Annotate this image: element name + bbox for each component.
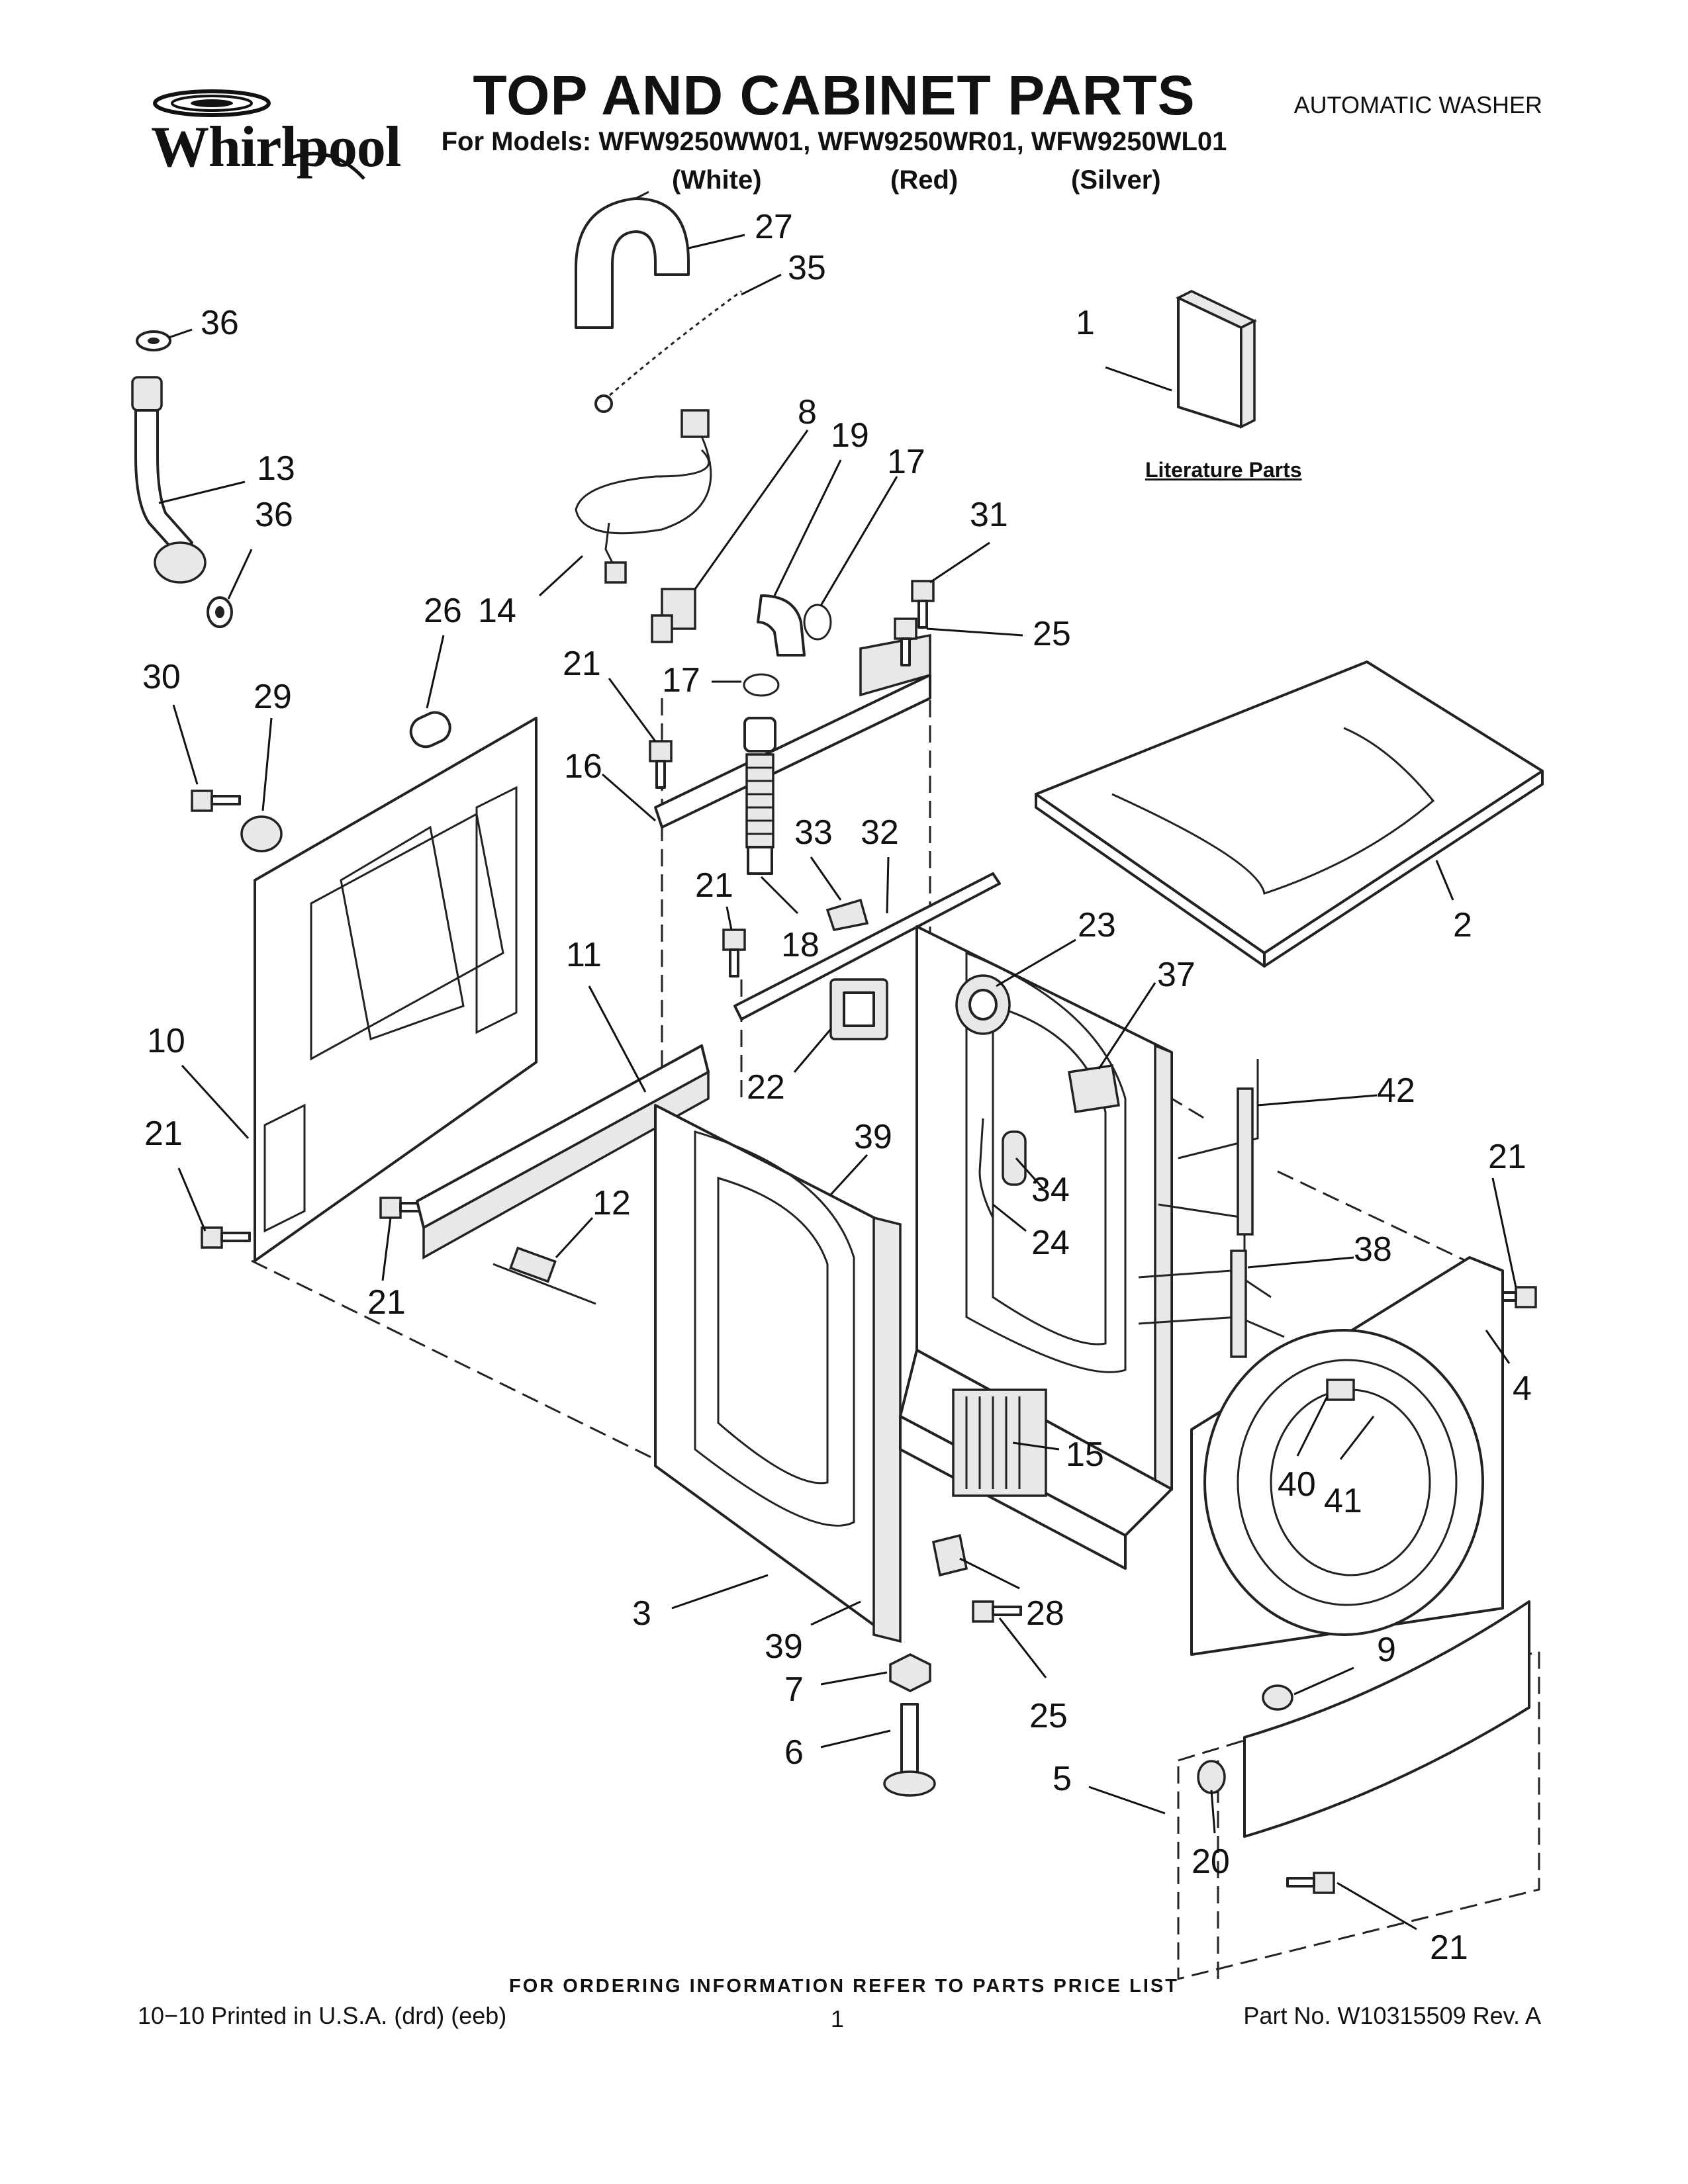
hose-clamp-part — [803, 604, 832, 641]
leveling-leg-part — [883, 1703, 936, 1797]
callout-21: 21 — [563, 645, 601, 683]
brand-name: Whirlpool — [151, 115, 401, 179]
callout-31: 31 — [970, 496, 1008, 534]
callout-numbers: 27 35 36 1 8 19 17 13 36 31 26 14 25 30 … — [142, 208, 1532, 1967]
callout-25: 25 — [1033, 615, 1071, 653]
whirlpool-logo: Whirlpool — [132, 79, 401, 192]
callout-38: 38 — [1354, 1230, 1392, 1269]
inlet-hose-part — [131, 376, 207, 584]
page-number: 1 — [831, 2005, 845, 2032]
callout-5: 5 — [1053, 1760, 1072, 1798]
callout-34: 34 — [1031, 1171, 1070, 1209]
bracket-part — [931, 1533, 968, 1577]
ordering-info: FOR ORDERING INFORMATION REFER TO PARTS … — [509, 1976, 1179, 1997]
callout-1: 1 — [1076, 304, 1095, 342]
side-panel-part — [654, 1104, 902, 1643]
callout-15: 15 — [1066, 1435, 1104, 1474]
callout-11: 11 — [566, 936, 602, 974]
clip-part — [825, 898, 869, 932]
toe-panel-part — [1243, 1600, 1530, 1838]
wire-harness-part — [492, 1246, 596, 1305]
callout-33: 33 — [794, 813, 833, 852]
callout-9: 9 — [1377, 1631, 1396, 1669]
hose-guide-part — [575, 191, 690, 329]
cable-tie-ring — [594, 394, 613, 413]
callout-41: 41 — [1324, 1482, 1362, 1520]
callout-26: 26 — [424, 592, 462, 630]
callout-16: 16 — [564, 747, 602, 786]
hose-part — [978, 1118, 994, 1218]
callout-6: 6 — [784, 1733, 804, 1772]
product-type: AUTOMATIC WASHER — [1293, 91, 1542, 118]
motor-control-part — [952, 1388, 1047, 1497]
front-panel-part — [1190, 1256, 1504, 1656]
fill-bellows-part — [743, 717, 776, 875]
callout-39: 39 — [765, 1627, 803, 1666]
callout-21: 21 — [367, 1283, 406, 1322]
callout-28: 28 — [1026, 1594, 1064, 1633]
callout-39: 39 — [854, 1118, 892, 1156]
callout-21: 21 — [695, 866, 733, 905]
callout-22: 22 — [747, 1068, 785, 1107]
callout-21: 21 — [1430, 1929, 1468, 1967]
callout-10: 10 — [147, 1022, 185, 1060]
callout-3: 3 — [632, 1594, 651, 1633]
model-list: For Models: WFW9250WW01, WFW9250WR01, WF… — [441, 127, 1227, 156]
callout-37: 37 — [1157, 956, 1196, 994]
elbow-valve-part — [757, 594, 806, 657]
callout-27: 27 — [755, 208, 793, 246]
callout-19: 19 — [831, 416, 869, 455]
literature-parts-label: Literature Parts — [1145, 458, 1302, 482]
callout-25: 25 — [1029, 1697, 1068, 1735]
callout-8: 8 — [798, 393, 817, 432]
callout-24: 24 — [1031, 1224, 1070, 1262]
cable-tie-part — [603, 290, 742, 402]
power-cord-part — [575, 409, 712, 584]
rear-panel-part — [254, 717, 538, 1262]
part-number: Part No. W10315509 Rev. A — [1243, 2002, 1541, 2029]
callout-42: 42 — [1377, 1071, 1415, 1110]
callout-18: 18 — [781, 926, 820, 964]
top-rear-panel-part — [654, 674, 931, 829]
door-lock-part — [1067, 1064, 1121, 1113]
print-info: 10−10 Printed in U.S.A. (drd) (eeb) — [138, 2002, 507, 2029]
top-panel-part — [1035, 660, 1544, 968]
callout-21: 21 — [144, 1115, 183, 1153]
callout-12: 12 — [592, 1184, 631, 1222]
variant-white: (White) — [672, 165, 762, 195]
variant-silver: (Silver) — [1071, 165, 1161, 195]
callout-40: 40 — [1278, 1465, 1316, 1504]
main-wire-harness-part — [1138, 1059, 1285, 1358]
variant-red: (Red) — [890, 165, 959, 195]
hose-clamp-part — [240, 815, 283, 852]
callout-17: 17 — [887, 443, 925, 481]
clip-part — [1262, 1684, 1293, 1711]
callout-29: 29 — [254, 678, 292, 716]
hose-clamp-part — [743, 673, 780, 697]
callout-21: 21 — [1488, 1138, 1526, 1176]
top-strip-part — [733, 872, 1001, 1021]
clip-part — [1197, 1760, 1226, 1794]
callout-4: 4 — [1513, 1369, 1532, 1408]
callout-7: 7 — [784, 1670, 804, 1709]
callout-14: 14 — [478, 592, 516, 630]
callout-30: 30 — [142, 658, 181, 696]
callout-20: 20 — [1192, 1843, 1230, 1881]
filter-part — [1002, 1130, 1027, 1186]
callout-2: 2 — [1453, 906, 1472, 944]
callout-23: 23 — [1078, 906, 1116, 944]
callout-35: 35 — [788, 249, 826, 287]
callout-32: 32 — [861, 813, 899, 852]
whirlpool-swirl-icon — [153, 89, 365, 180]
callout-36: 36 — [201, 304, 239, 342]
callout-17: 17 — [662, 661, 700, 700]
callout-leaders — [158, 234, 1517, 1931]
page-title: TOP AND CABINET PARTS — [473, 64, 1196, 126]
callout-36: 36 — [255, 496, 293, 534]
grommet-part — [409, 711, 451, 749]
callout-13: 13 — [257, 449, 295, 488]
filter-capacitor-part — [829, 978, 888, 1040]
leveling-nut-part — [889, 1653, 931, 1692]
